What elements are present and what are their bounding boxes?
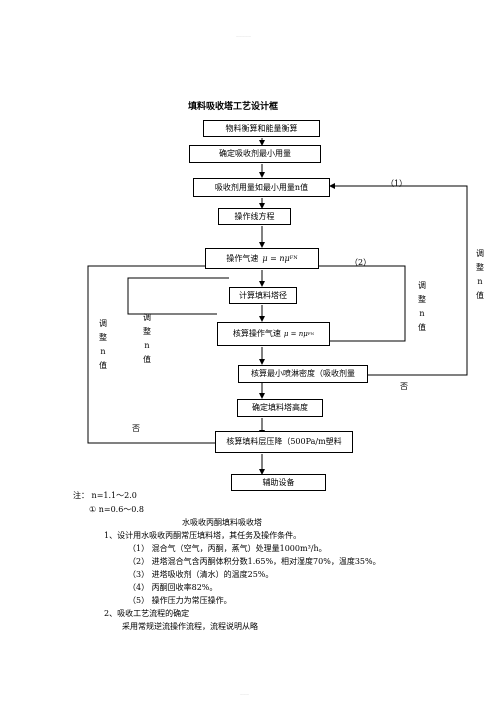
box-operating-line: 操作线方程 [218, 208, 291, 225]
check-velocity-subscript: FN [307, 331, 315, 336]
box-packing-height: 确定填料塔高度 [237, 399, 323, 417]
loop-label-2: （2） [350, 258, 372, 267]
box-check-velocity: 核算操作气速 μ = nμ FN [217, 322, 330, 346]
box-material-balance: 物料衡算和能量衡算 [203, 120, 320, 137]
condition-item-3: （3） 进塔吸收剂（清水）的温度25%。 [128, 570, 274, 579]
no-label-left: 否 [132, 424, 140, 433]
box-tower-diameter: 计算填料塔径 [229, 287, 297, 304]
section-1-title: 1、设计用水吸收丙酮常压填料塔，其任务及操作条件。 [104, 531, 302, 540]
section-2-title: 2、吸收工艺流程的确定 [104, 609, 190, 618]
gas-velocity-formula: μ = nμ [262, 253, 290, 263]
condition-item-1: （1） 混合气（空气，丙酮，蒸气）处理量1000m³/h。 [128, 544, 327, 553]
condition-item-2: （2） 进塔混合气含丙酮体积分数1.65%，相对湿度70%，温度35%。 [128, 557, 381, 566]
box-min-absorbent: 确定吸收剂最小用量 [189, 145, 321, 163]
gas-velocity-subscript: FN [289, 255, 298, 261]
note-line-1: 注： n=1.1～2.0 [73, 491, 137, 500]
check-velocity-label: 核算操作气速 [232, 329, 281, 338]
watermark-bottom: ——— [240, 692, 249, 696]
gas-velocity-label: 操作气速 [226, 253, 259, 263]
no-label-right: 否 [400, 382, 408, 391]
box-absorbent-amount: 吸收剂用量如最小用量n值 [193, 178, 330, 197]
page-title: 填料吸收塔工艺设计框 [187, 102, 278, 112]
box-pressure-drop: 核算填料层压降（500Pa/m塑料 [215, 431, 353, 453]
condition-item-5: （5） 操作压力为常压操作。 [128, 596, 232, 605]
box-auxiliary: 辅助设备 [231, 474, 326, 491]
check-velocity-formula: μ = nμ [283, 329, 308, 338]
watermark-top: ————— [236, 34, 251, 38]
box-gas-velocity: 操作气速 μ = nμ FN [205, 248, 319, 269]
loop-label-1: （1） [386, 179, 408, 188]
note-line-2: ① n=0.6～0.8 [89, 505, 145, 514]
body-heading: 水吸收丙酮填料吸收塔 [182, 518, 262, 527]
box-min-spray-density: 核算最小喷淋密度（吸收剂量 [238, 365, 368, 383]
condition-item-4: （4） 丙酮回收率82%。 [128, 583, 218, 592]
section-2-text: 采用常规逆流操作流程，流程说明从略 [122, 622, 258, 631]
